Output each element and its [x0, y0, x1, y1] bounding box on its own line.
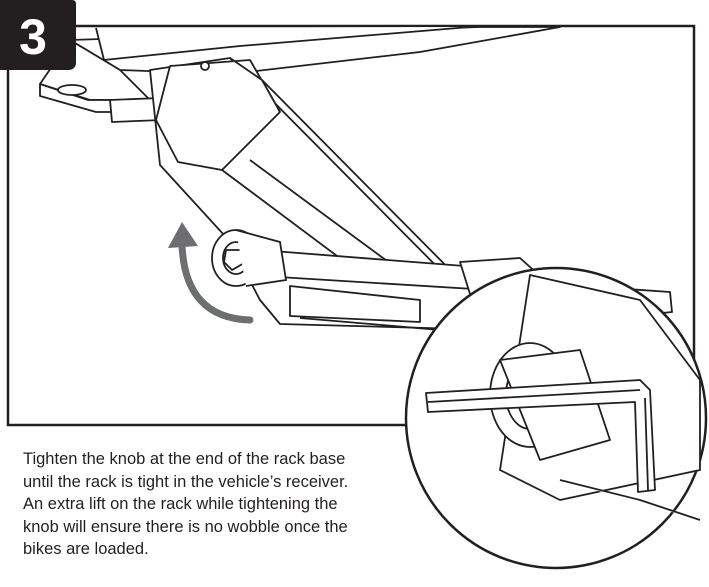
adjustment-knob	[211, 229, 288, 287]
hex-key-icon	[425, 379, 656, 493]
detail-callout	[404, 266, 708, 570]
rotation-arrow-icon	[178, 241, 254, 324]
instruction-text: Tighten the knob at the end of the rack …	[23, 450, 349, 559]
step-badge	[0, 0, 76, 70]
rotation-arrowhead-icon	[168, 222, 198, 248]
step-number: 3	[19, 9, 47, 65]
